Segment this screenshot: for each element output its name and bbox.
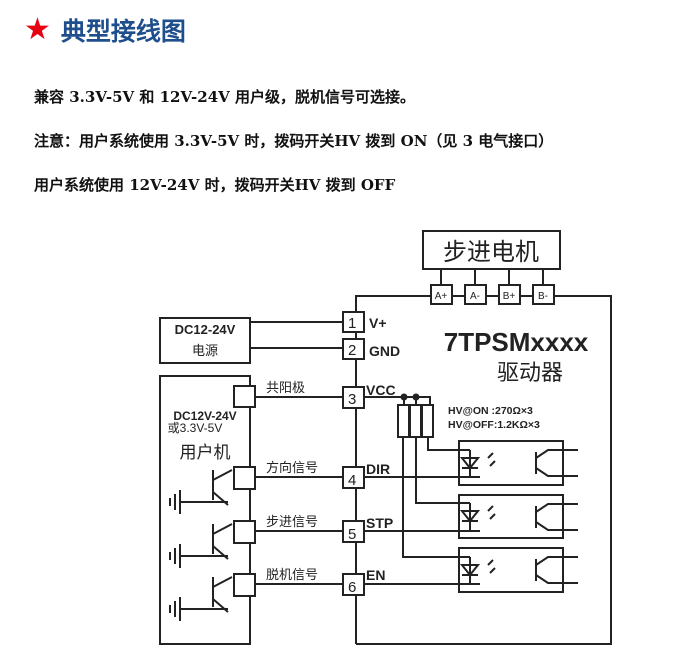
section-heading: ★ 典型接线图 (24, 12, 186, 48)
ground-icon (169, 490, 181, 621)
motor-label: 步进电机 (443, 239, 539, 266)
terminal-2-num: 2 (348, 342, 356, 359)
star-icon: ★ (24, 12, 51, 47)
dir-signal-label: 方向信号 (266, 460, 318, 475)
common-anode-label: 共阳极 (266, 380, 305, 395)
enable-signal-label: 脱机信号 (266, 567, 318, 582)
internal-wiring (364, 393, 480, 585)
user-signal-outputs (169, 466, 343, 621)
driver-box (355, 295, 612, 645)
terminal-2-label: GND (369, 343, 400, 359)
optocoupler-icon (458, 440, 578, 593)
driver-model: 7TPSMxxxx (444, 327, 589, 357)
user-label: 用户机 (180, 443, 231, 462)
terminal-a-minus: A- (470, 291, 480, 302)
driver-terminals (342, 311, 365, 596)
resistor-icon (397, 404, 410, 438)
paragraph-compat: 兼容 3.3V-5V 和 12V-24V 用户级，脱机信号可选接。 (34, 88, 415, 106)
hv-on-spec: HV@ON :270Ω×3 (448, 405, 533, 417)
power-box (159, 317, 251, 364)
terminal-b-minus: B- (538, 291, 548, 302)
terminal-6-label: EN (366, 567, 385, 583)
user-alt-voltage: 或3.3V-5V (168, 421, 223, 435)
terminal-6-num: 6 (348, 579, 356, 596)
transistor-icon (180, 469, 233, 613)
paragraph-note-1: 注意：用户系统使用 3.3V-5V 时，拨码开关HV 拨到 ON（见 3 电气接… (34, 132, 554, 150)
user-voltage: DC12V-24V (173, 409, 236, 423)
power-label: 电源 (192, 343, 218, 358)
hv-off-spec: HV@OFF:1.2KΩ×3 (448, 419, 540, 431)
motor-box (422, 230, 561, 270)
terminal-1-num: 1 (348, 315, 356, 332)
section-title: 典型接线图 (60, 17, 186, 46)
terminal-3-label: VCC (366, 382, 396, 398)
terminal-4-num: 4 (348, 472, 356, 489)
terminal-4-label: DIR (366, 461, 390, 477)
step-signal-label: 步进信号 (266, 514, 318, 529)
terminal-5-num: 5 (348, 526, 356, 543)
terminal-3-num: 3 (348, 391, 356, 408)
driver-label: 驱动器 (497, 360, 563, 385)
terminal-1-label: V+ (369, 315, 387, 331)
paragraph-note-2: 用户系统使用 12V-24V 时，拨码开关HV 拨到 OFF (34, 176, 396, 194)
terminal-b-plus: B+ (503, 291, 516, 302)
user-box (159, 375, 251, 645)
power-voltage: DC12-24V (175, 322, 236, 337)
motor-terminals: A+ A- B+ B- (430, 269, 555, 305)
terminal-5-label: STP (366, 515, 393, 531)
terminal-a-plus: A+ (435, 291, 448, 302)
